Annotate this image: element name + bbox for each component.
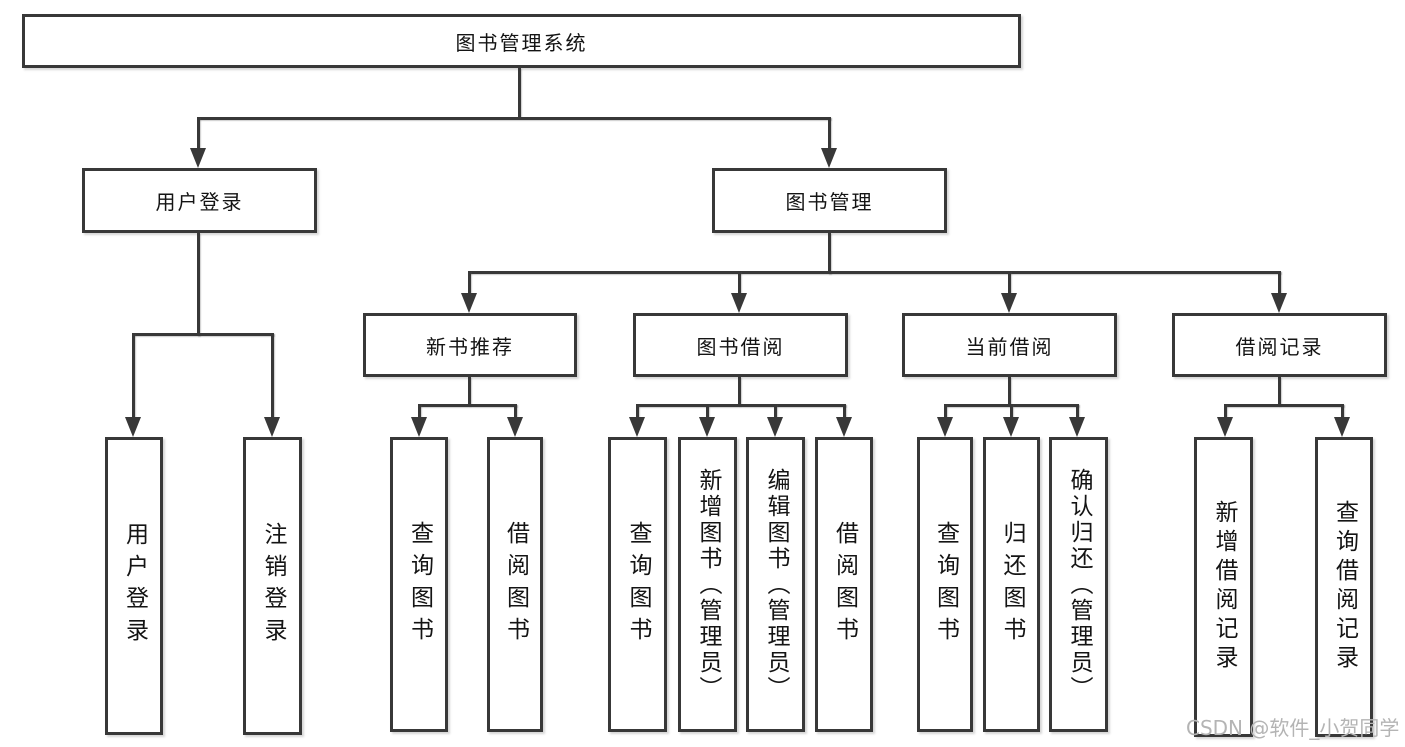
- leaf-br-add-record: 新增借阅记录: [1194, 437, 1253, 737]
- node-book-borrow-label: 图书借阅: [696, 334, 785, 359]
- leaf-user-login: 用户登录: [105, 437, 163, 735]
- arrow-to-user-login: [190, 148, 206, 168]
- arrow-to-current-borrow: [1001, 293, 1017, 313]
- leaf-logout-login-label: 注销登录: [260, 522, 286, 650]
- connector-drop-book-borrow: [738, 271, 741, 295]
- node-new-book-recommend-label: 新书推荐: [426, 334, 514, 359]
- leaf-br-query-record: 查询借阅记录: [1315, 437, 1373, 737]
- connector-drop-user-login: [197, 117, 200, 150]
- connector-user-login-vline: [197, 233, 200, 336]
- leaf-cb-return-book-label: 归还图书: [999, 520, 1025, 649]
- leaf-br-query-record-label: 查询借阅记录: [1331, 500, 1358, 674]
- leaf-br-add-record-label: 新增借阅记录: [1211, 500, 1237, 674]
- node-new-book-recommend: 新书推荐: [363, 313, 577, 377]
- connector-drop-cb-query: [944, 404, 947, 419]
- connector-book-management-hline: [468, 271, 1281, 274]
- arrow-to-cb-return: [1003, 417, 1019, 437]
- leaf-bb-query-book-label: 查询图书: [625, 520, 651, 649]
- leaf-bb-edit-book-admin-label: 编辑图书（管理员）: [763, 467, 789, 702]
- connector-drop-br-add: [1224, 404, 1227, 419]
- arrow-to-new-book-recommend: [461, 293, 477, 313]
- leaf-cb-confirm-return-admin: 确认归还（管理员）: [1049, 437, 1108, 732]
- connector-drop-borrow-record: [1278, 271, 1281, 295]
- connector-drop-leaf-user-login: [132, 333, 135, 419]
- connector-drop-current-borrow: [1008, 271, 1011, 295]
- arrow-to-bb-add: [699, 417, 715, 437]
- connector-drop-br-query: [1341, 404, 1344, 419]
- arrow-to-borrow-record: [1271, 293, 1287, 313]
- leaf-cb-query-book: 查询图书: [917, 437, 973, 732]
- leaf-logout-login: 注销登录: [243, 437, 302, 735]
- connector-drop-bb-borrow: [843, 404, 846, 419]
- connector-br-hline: [1224, 404, 1344, 407]
- connector-drop-bb-edit: [774, 404, 777, 419]
- leaf-bb-add-book-admin: 新增图书（管理员）: [678, 437, 737, 732]
- arrow-to-bb-query: [629, 417, 645, 437]
- leaf-rec-borrow-book-label: 借阅图书: [502, 520, 529, 649]
- node-borrow-record-label: 借阅记录: [1235, 334, 1324, 359]
- leaf-bb-borrow-book: 借阅图书: [815, 437, 873, 732]
- connector-root-vline: [518, 68, 521, 117]
- node-user-login-group: 用户登录: [82, 168, 317, 233]
- connector-drop-rec-query: [418, 404, 421, 419]
- leaf-rec-borrow-book: 借阅图书: [487, 437, 543, 732]
- arrow-to-br-add: [1217, 417, 1233, 437]
- node-current-borrow: 当前借阅: [902, 313, 1117, 377]
- connector-drop-rec-borrow: [514, 404, 517, 419]
- connector-book-management-vline: [828, 233, 831, 274]
- arrow-to-br-query: [1334, 417, 1350, 437]
- connector-cb-vline: [1008, 377, 1011, 406]
- node-book-management: 图书管理: [712, 168, 947, 233]
- connector-drop-bb-add: [706, 404, 709, 419]
- node-root-label: 图书管理系统: [455, 30, 588, 55]
- leaf-bb-add-book-admin-label: 新增图书（管理员）: [695, 467, 721, 702]
- connector-rec-vline: [468, 377, 471, 406]
- connector-root-hline: [197, 117, 831, 120]
- connector-user-login-hline: [133, 333, 274, 336]
- arrow-to-rec-borrow: [507, 417, 523, 437]
- arrow-to-bb-edit: [767, 417, 783, 437]
- connector-bb-hline: [636, 404, 846, 407]
- connector-drop-bb-query: [636, 404, 639, 419]
- node-borrow-record: 借阅记录: [1172, 313, 1387, 377]
- leaf-rec-query-book-label: 查询图书: [406, 520, 433, 649]
- leaf-cb-return-book: 归还图书: [983, 437, 1040, 732]
- connector-drop-cb-confirm: [1076, 404, 1079, 419]
- arrow-to-cb-query: [937, 417, 953, 437]
- arrow-to-bb-borrow: [836, 417, 852, 437]
- arrow-to-cb-confirm: [1069, 417, 1085, 437]
- node-root-library-system: 图书管理系统: [22, 14, 1021, 68]
- node-book-borrow: 图书借阅: [633, 313, 848, 377]
- node-book-management-label: 图书管理: [785, 190, 874, 214]
- connector-drop-cb-return: [1010, 404, 1013, 419]
- connector-drop-leaf-logout: [271, 333, 274, 419]
- leaf-cb-confirm-return-admin-label: 确认归还（管理员）: [1066, 467, 1092, 702]
- node-current-borrow-label: 当前借阅: [965, 334, 1054, 359]
- connector-br-vline: [1278, 377, 1281, 406]
- connector-drop-new-book-recommend: [468, 271, 471, 295]
- connector-rec-hline: [418, 404, 517, 407]
- connector-bb-vline: [738, 377, 741, 406]
- connector-drop-book-management: [828, 117, 831, 150]
- arrow-to-book-borrow: [731, 293, 747, 313]
- node-user-login-group-label: 用户登录: [155, 190, 244, 214]
- leaf-rec-query-book: 查询图书: [390, 437, 448, 732]
- arrow-to-leaf-logout: [264, 417, 280, 437]
- leaf-user-login-label: 用户登录: [121, 522, 148, 650]
- arrow-to-rec-query: [411, 417, 427, 437]
- csdn-watermark: CSDN @软件_小贺同学: [1186, 716, 1400, 740]
- leaf-bb-edit-book-admin: 编辑图书（管理员）: [746, 437, 805, 732]
- arrow-to-book-management: [821, 148, 837, 168]
- leaf-bb-query-book: 查询图书: [608, 437, 667, 732]
- leaf-bb-borrow-book-label: 借阅图书: [831, 520, 858, 649]
- leaf-cb-query-book-label: 查询图书: [932, 520, 959, 649]
- arrow-to-leaf-user-login: [125, 417, 141, 437]
